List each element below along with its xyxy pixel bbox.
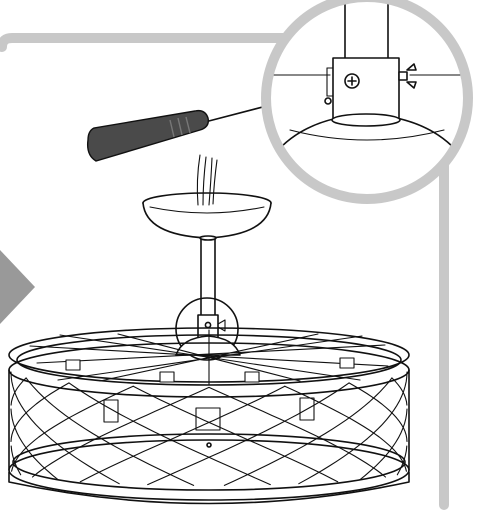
step-frame bbox=[0, 33, 449, 510]
canopy bbox=[142, 192, 272, 239]
lattice-strand bbox=[132, 385, 339, 483]
downrod bbox=[199, 235, 217, 319]
wing-screw-icon bbox=[398, 63, 417, 89]
lattice-strand bbox=[10, 371, 120, 485]
lattice-strand bbox=[79, 385, 286, 483]
lattice-strand bbox=[284, 385, 407, 472]
screwdriver-icon bbox=[86, 95, 306, 162]
lattice-strand bbox=[25, 377, 195, 486]
lattice-strand bbox=[208, 386, 387, 478]
lattice-strand bbox=[68, 382, 271, 486]
lattice-strand bbox=[358, 408, 408, 481]
lattice-strand bbox=[391, 377, 408, 406]
phillips-screw-icon bbox=[344, 73, 360, 89]
cage-body bbox=[8, 369, 410, 505]
lattice-strand bbox=[223, 377, 393, 486]
detail-magnifier bbox=[261, 0, 473, 204]
wires-icon bbox=[196, 154, 218, 206]
lattice-strand bbox=[348, 382, 408, 443]
lattice-strand bbox=[10, 377, 27, 406]
step-arrow-icon bbox=[0, 250, 35, 324]
lattice-strand bbox=[10, 445, 22, 476]
lattice-strand bbox=[10, 408, 60, 481]
lattice-strand bbox=[10, 382, 70, 443]
cage-spokes bbox=[29, 329, 389, 386]
lattice-strand bbox=[298, 371, 408, 485]
cage-finial bbox=[206, 442, 212, 448]
lattice-strand bbox=[396, 445, 408, 476]
lattice-strand bbox=[147, 382, 350, 486]
cage-lattice bbox=[10, 371, 408, 486]
fan-fixture bbox=[8, 154, 410, 505]
lattice-strand bbox=[11, 385, 134, 472]
lattice-strand bbox=[31, 386, 210, 478]
